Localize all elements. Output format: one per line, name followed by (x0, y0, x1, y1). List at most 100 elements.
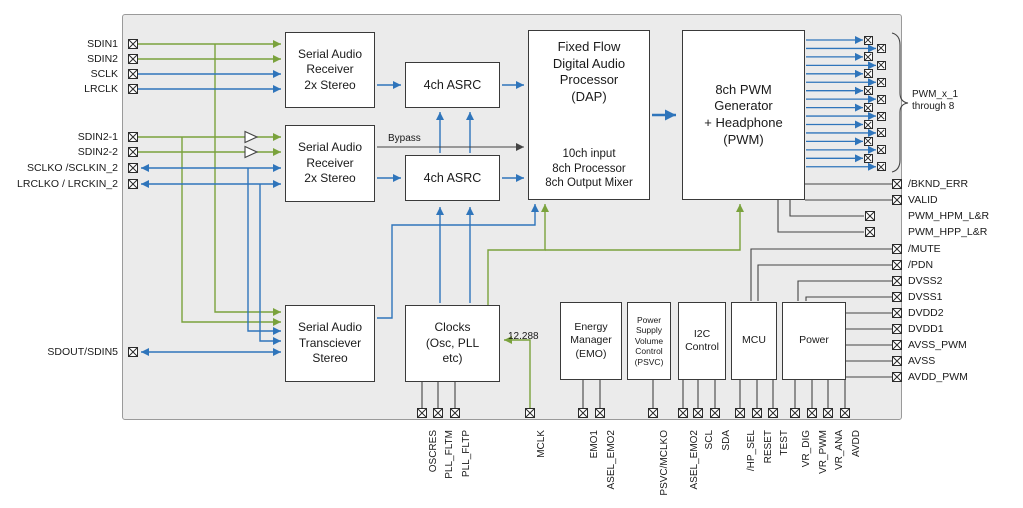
block-serial-audio-receiver-2: Serial Audio Receiver 2x Stereo (285, 125, 375, 202)
pin-pwm-out-15 (863, 153, 873, 163)
pin-label-bknd-err: /BKND_ERR (908, 178, 969, 190)
pin-bknd-err (892, 179, 902, 189)
bottom-stub-wires (421, 380, 846, 408)
pin-label-sdin2: SDIN2 (87, 53, 118, 65)
pin-pwm-out-16 (876, 162, 886, 172)
block-label: MCU (742, 334, 766, 347)
pin-scl (693, 408, 703, 418)
pin-label-sclk: SCLK (90, 68, 118, 80)
pin-label-valid: VALID (908, 194, 938, 206)
pin-pll-fltp (450, 408, 460, 418)
pin-label-sdin2-1: SDIN2-1 (77, 131, 118, 143)
block-label-title: Fixed Flow Digital Audio Processor (DAP) (552, 39, 626, 104)
pin-label-vr-dig: VR_DIG (801, 430, 812, 468)
pin-sdin2-1 (128, 132, 138, 142)
pin-label-vr-ana: VR_ANA (834, 430, 845, 471)
block-psvc: Power Supply Volume Control (PSVC) (627, 302, 671, 380)
pin-sclk (128, 69, 138, 79)
pin-label-scl: SCL (704, 430, 715, 450)
pin-label-pwm-hpm-l-r: PWM_HPM_L&R (908, 210, 990, 222)
pin-dvss2 (892, 276, 902, 286)
pin-label-avdd: AVDD (851, 430, 862, 458)
block-serial-audio-transceiver: Serial Audio Transciever Stereo (285, 305, 375, 382)
mclk-frequency-label: 12.288 (508, 331, 539, 342)
block-serial-audio-receiver-1: Serial Audio Receiver 2x Stereo (285, 32, 375, 108)
block-label: Power Supply Volume Control (PSVC) (634, 315, 664, 367)
pin-label-test: TEST (779, 430, 790, 456)
block-label-subtitle: 10ch input 8ch Processor 8ch Output Mixe… (545, 147, 633, 190)
pin-label-vr-pwm: VR_PWM (818, 430, 829, 474)
block-energy-manager: Energy Manager (EMO) (560, 302, 622, 380)
block-label: Serial Audio Receiver 2x Stereo (297, 140, 363, 186)
pin-pwm-out-10 (876, 111, 886, 121)
pin-pwm-out-5 (863, 69, 873, 79)
pwm-fan-wires (806, 36, 876, 171)
pin-label-reset: RESET (763, 430, 774, 464)
blue-wires (138, 70, 676, 356)
pin-sdout-sdin5 (128, 347, 138, 357)
green-wires (138, 40, 744, 408)
block-label: 4ch ASRC (423, 171, 482, 185)
pin-dvss1 (892, 292, 902, 302)
pin-avss (892, 356, 902, 366)
block-label: Serial Audio Transciever Stereo (297, 320, 363, 366)
pin-asel-emo2 (678, 408, 688, 418)
pin-avdd-pwm (892, 372, 902, 382)
block-label: 4ch ASRC (423, 78, 482, 92)
buffer-triangle (244, 130, 259, 144)
pin-oscres (417, 408, 427, 418)
pin-pwm-out-1 (863, 35, 873, 45)
block-i2c-control: I2C Control (678, 302, 726, 380)
pin-sda (710, 408, 720, 418)
pin-label-oscres: OSCRES (428, 430, 439, 473)
pin-label-lrclko-lrckin-2: LRCLKO / LRCKIN_2 (17, 178, 118, 190)
pin-label-asel-emo2: ASEL_EMO2 (689, 430, 700, 490)
block-dap: Fixed Flow Digital Audio Processor (DAP)… (528, 30, 650, 200)
pin-label-sclko-sclkin-2: SCLKO /SCLKIN_2 (26, 162, 118, 174)
pin-test (768, 408, 778, 418)
pin-dvdd2 (892, 308, 902, 318)
pin-vr-dig (790, 408, 800, 418)
pin-pll-fltm (433, 408, 443, 418)
buffer-triangle (244, 145, 259, 159)
pin-label-mute: /MUTE (908, 243, 941, 255)
block-pwm-generator: 8ch PWM Generator + Headphone (PWM) (682, 30, 805, 200)
pin-avss-pwm (892, 340, 902, 350)
pin-pwm-out-7 (863, 86, 873, 96)
pin-label-asel-emo2: ASEL_EMO2 (606, 430, 617, 490)
pin-label-lrclk: LRCLK (84, 83, 118, 95)
pin-mclk (525, 408, 535, 418)
pin-pwm-out-3 (863, 52, 873, 62)
pin-pwm-out-13 (863, 136, 873, 146)
block-clocks: Clocks (Osc, PLL etc) (405, 305, 500, 382)
pin-sdin1 (128, 39, 138, 49)
block-label: Serial Audio Receiver 2x Stereo (297, 46, 363, 92)
block-asrc-2: 4ch ASRC (405, 155, 500, 201)
block-asrc-1: 4ch ASRC (405, 62, 500, 108)
pwm-pins-bracket (891, 32, 909, 173)
pin-pwm-out-9 (863, 103, 873, 113)
pin-label-avdd-pwm: AVDD_PWM (908, 371, 968, 383)
pin-label-sda: SDA (721, 430, 732, 451)
pin-label-avss: AVSS (908, 355, 936, 367)
pin-pwm-out-12 (876, 128, 886, 138)
pin-lrclko-lrckin-2 (128, 179, 138, 189)
pin-pwm-out-14 (876, 145, 886, 155)
pin-mute (892, 244, 902, 254)
block-mcu: MCU (731, 302, 777, 380)
pin-pwm-out-8 (876, 94, 886, 104)
pin-pwm-out-6 (876, 77, 886, 87)
pin-label-dvss1: DVSS1 (908, 291, 943, 303)
pin-hp-sel (735, 408, 745, 418)
pin-pwm-out-4 (876, 60, 886, 70)
pin-emo1 (578, 408, 588, 418)
pin-sdin2-2 (128, 147, 138, 157)
pin-label-avss-pwm: AVSS_PWM (908, 339, 967, 351)
pin-label-mclk: MCLK (536, 430, 547, 458)
pin-pwm-out-11 (863, 120, 873, 129)
pin-label-pwm-hpp-l-r: PWM_HPP_L&R (908, 226, 988, 238)
pin-sdin2 (128, 54, 138, 64)
pin-label-pll-fltm: PLL_FLTM (444, 430, 455, 479)
pin-label-dvss2: DVSS2 (908, 275, 943, 287)
